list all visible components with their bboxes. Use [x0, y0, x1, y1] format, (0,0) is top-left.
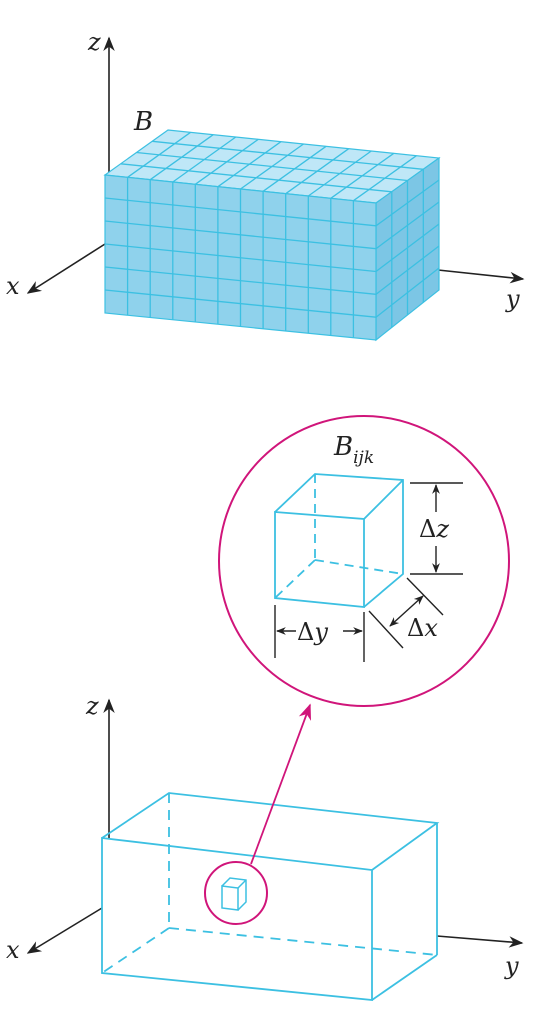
- top-y-axis: [437, 269, 525, 284]
- box-label-B: B: [133, 107, 153, 137]
- cell-label-sub: ijk: [353, 448, 374, 468]
- dz-delta: Δ: [419, 515, 436, 543]
- wireframe-top-edges: [101, 792, 440, 871]
- side-row-line-33: [375, 179, 440, 227]
- box-grid-lines: [104, 131, 440, 338]
- front-row-line-13: [104, 243, 377, 273]
- top-x-axis: [26, 243, 106, 294]
- front-row-line-11: [104, 197, 377, 227]
- bottom-x-axis: [26, 907, 103, 954]
- bottom-z-label: z: [85, 692, 99, 720]
- zoom-circle: [218, 415, 510, 707]
- dy-var: y: [313, 618, 328, 646]
- dz-dimension: [410, 482, 463, 575]
- dy-label: Δy: [297, 618, 328, 646]
- small-cell-front: [221, 885, 239, 911]
- wireframe-hidden-left-bottom: [101, 927, 170, 974]
- top-depth-line-28: [136, 151, 408, 182]
- bottom-y-label: y: [504, 952, 519, 980]
- small-cell-top-edge: [237, 879, 247, 889]
- bottom-y-axis: [436, 935, 524, 948]
- magnified-cell-front: [274, 511, 365, 608]
- cell-label-main: B: [333, 432, 353, 462]
- dz-label: Δz: [419, 515, 449, 543]
- dx-arrow: [389, 595, 424, 627]
- side-row-line-35: [375, 223, 440, 273]
- side-row-line-36: [375, 245, 440, 295]
- dz-var: z: [435, 515, 449, 543]
- top-axes: [26, 36, 525, 294]
- wireframe-box: [101, 792, 440, 1001]
- dx-var: x: [424, 614, 438, 642]
- bottom-x-label: x: [6, 936, 20, 964]
- magnify-arrow: [250, 703, 312, 865]
- magnified-cell-top-side: [274, 473, 404, 608]
- dx-tick-far: [406, 577, 444, 616]
- side-row-line-37: [375, 267, 440, 318]
- side-row-line-34: [375, 201, 440, 250]
- magnified-cell-top-edge: [363, 479, 404, 520]
- wireframe-side-bottom-edge: [371, 954, 438, 1001]
- wireframe-hidden-back-bottom: [168, 927, 438, 956]
- front-row-line-14: [104, 266, 377, 295]
- bottom-axes: [26, 698, 524, 954]
- top-figure: z x y B: [6, 28, 525, 342]
- small-highlight-circle: [204, 861, 268, 925]
- dx-label: Δx: [407, 614, 438, 642]
- cell-label: Bijk: [333, 432, 374, 468]
- dx-dimension: [368, 577, 444, 649]
- front-row-line-15: [104, 289, 377, 318]
- dx-delta: Δ: [407, 614, 424, 642]
- top-depth-line-29: [152, 140, 424, 170]
- top-y-label: y: [505, 285, 520, 313]
- top-x-label: x: [6, 272, 20, 300]
- magnified-cell: [274, 473, 404, 608]
- magnified-cell-hidden-left: [274, 559, 316, 599]
- magnified-cell-hidden-bottom: [314, 559, 404, 575]
- top-depth-line-27: [120, 163, 392, 193]
- small-cell: [221, 877, 247, 911]
- front-row-line-12: [104, 220, 377, 250]
- bottom-figure: z x y Bijk: [6, 415, 524, 1001]
- top-z-label: z: [87, 28, 101, 56]
- dy-dimension: [274, 605, 365, 662]
- dx-tick-near: [368, 610, 404, 649]
- dy-delta: Δ: [297, 618, 314, 646]
